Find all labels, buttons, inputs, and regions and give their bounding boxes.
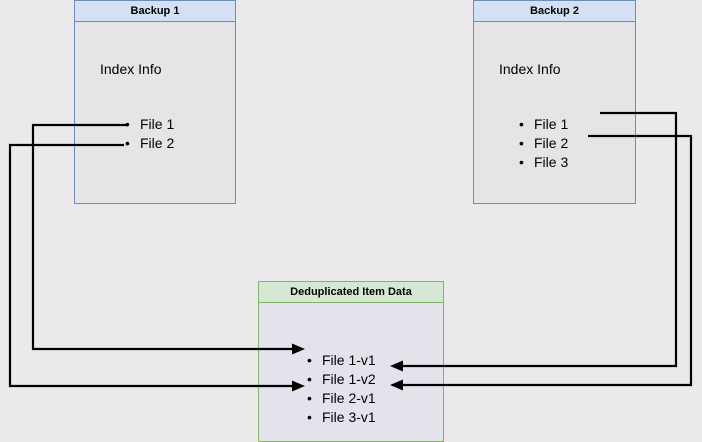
node-deduplicated-item-data-body: File 1-v1 File 1-v2 File 2-v1 File 3-v1 bbox=[258, 303, 444, 442]
node-backup-1-title: Backup 1 bbox=[74, 0, 236, 22]
node-backup-1-index-label: Index Info bbox=[100, 61, 162, 77]
node-backup-2[interactable]: Backup 2 Index Info File 1 File 2 File 3 bbox=[473, 0, 636, 204]
list-item[interactable]: File 2 bbox=[125, 134, 174, 153]
node-backup-1-file-list: File 1 File 2 bbox=[125, 115, 174, 153]
list-item[interactable]: File 3 bbox=[519, 153, 568, 172]
node-deduplicated-item-data-title: Deduplicated Item Data bbox=[258, 281, 444, 303]
node-backup-2-file-list: File 1 File 2 File 3 bbox=[519, 115, 568, 172]
node-backup-2-title: Backup 2 bbox=[473, 0, 636, 22]
list-item[interactable]: File 1 bbox=[125, 115, 174, 134]
list-item[interactable]: File 2-v1 bbox=[307, 389, 376, 408]
list-item[interactable]: File 2 bbox=[519, 134, 568, 153]
node-backup-2-index-label: Index Info bbox=[499, 61, 561, 77]
list-item[interactable]: File 1 bbox=[519, 115, 568, 134]
node-deduplicated-item-data-file-list: File 1-v1 File 1-v2 File 2-v1 File 3-v1 bbox=[307, 351, 376, 427]
list-item[interactable]: File 1-v1 bbox=[307, 351, 376, 370]
node-backup-1-body: Index Info File 1 File 2 bbox=[74, 22, 236, 204]
node-backup-1[interactable]: Backup 1 Index Info File 1 File 2 bbox=[74, 0, 236, 204]
node-deduplicated-item-data[interactable]: Deduplicated Item Data File 1-v1 File 1-… bbox=[258, 281, 444, 442]
list-item[interactable]: File 1-v2 bbox=[307, 370, 376, 389]
node-backup-2-body: Index Info File 1 File 2 File 3 bbox=[473, 22, 636, 204]
list-item[interactable]: File 3-v1 bbox=[307, 408, 376, 427]
